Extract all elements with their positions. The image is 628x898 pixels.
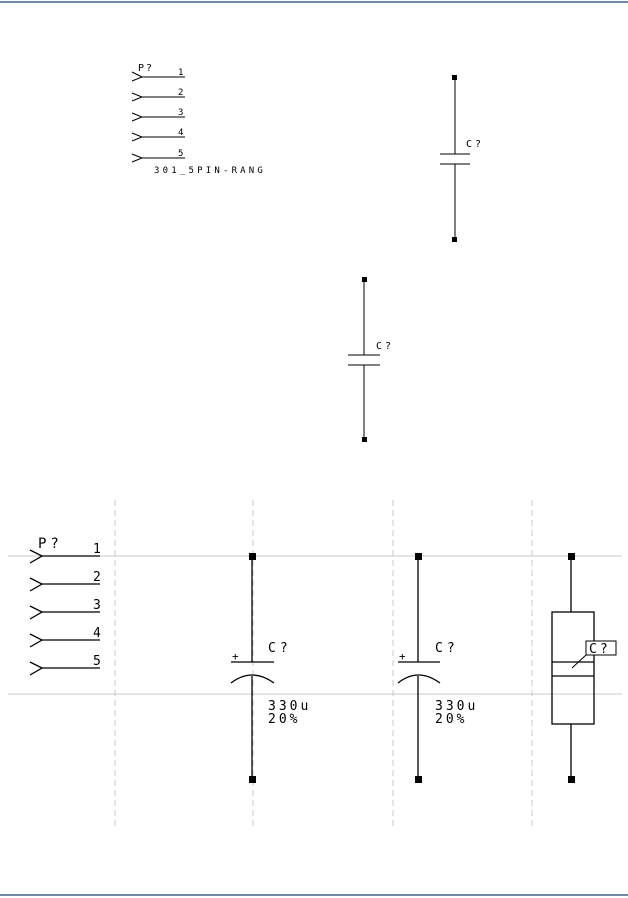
preview-connector[interactable]: P? 1 2 3 4 5 301_5PIN-RANG bbox=[131, 63, 266, 176]
pin-number: 1 bbox=[93, 542, 101, 557]
pin-terminal bbox=[415, 776, 422, 783]
connector-pin: 5 bbox=[131, 149, 185, 163]
connector-pin: 1 bbox=[131, 68, 185, 82]
capacitor-tolerance: 20% bbox=[435, 712, 467, 727]
pin-number: 4 bbox=[178, 128, 183, 138]
capacitor-ref: C? bbox=[435, 641, 459, 656]
connector-pin: 5 bbox=[29, 654, 101, 676]
footprint-body bbox=[551, 611, 595, 725]
pin-terminal bbox=[568, 776, 575, 783]
pin-number: 1 bbox=[178, 68, 183, 78]
connector-pin: 4 bbox=[131, 128, 185, 142]
library-electrolytic-capacitor-1[interactable]: + C? 330u 20% bbox=[230, 553, 311, 783]
capacitor-ref: C? bbox=[268, 641, 292, 656]
connector-pin: 2 bbox=[29, 570, 101, 592]
connector-pin: 1 bbox=[29, 542, 101, 564]
capacitor-value: 330u bbox=[435, 699, 478, 714]
preview-capacitor-b[interactable]: C? bbox=[348, 277, 394, 442]
connector-pin: 2 bbox=[131, 88, 185, 102]
pin-terminal bbox=[452, 237, 457, 242]
capacitor-curved-plate bbox=[230, 674, 275, 684]
ref-box bbox=[585, 640, 617, 656]
polarity-mark: + bbox=[232, 650, 239, 663]
library-footprint-capacitor[interactable]: C? bbox=[551, 553, 617, 783]
capacitor-curved-plate bbox=[397, 674, 441, 684]
pin-terminal bbox=[452, 75, 457, 80]
pin-terminal bbox=[249, 776, 256, 783]
ref-leader-line bbox=[571, 654, 587, 669]
pin-number: 3 bbox=[178, 108, 183, 118]
connector-pin: 3 bbox=[131, 108, 185, 122]
pin-number: 3 bbox=[93, 598, 101, 613]
pin-number: 2 bbox=[178, 88, 183, 98]
capacitor-ref: C? bbox=[376, 341, 394, 352]
pin-number: 5 bbox=[178, 149, 183, 159]
connector-pin: 4 bbox=[29, 626, 101, 648]
library-electrolytic-capacitor-2[interactable]: + C? 330u 20% bbox=[397, 553, 478, 783]
connector-part-name: 301_5PIN-RANG bbox=[154, 166, 266, 176]
connector-ref: P? bbox=[38, 536, 63, 552]
pin-number: 4 bbox=[93, 626, 101, 641]
capacitor-value: 330u bbox=[268, 699, 311, 714]
pin-terminal bbox=[362, 277, 367, 282]
capacitor-tolerance: 20% bbox=[268, 712, 300, 727]
pin-number: 5 bbox=[93, 654, 101, 669]
capacitor-ref: C? bbox=[589, 642, 611, 657]
preview-capacitor-a[interactable]: C? bbox=[440, 75, 484, 242]
connector-ref: P? bbox=[138, 63, 154, 74]
pin-number: 2 bbox=[93, 570, 101, 585]
library-connector[interactable]: P? 1 2 3 4 5 bbox=[29, 536, 101, 676]
polarity-mark: + bbox=[399, 650, 406, 663]
capacitor-ref: C? bbox=[466, 139, 484, 150]
connector-pin: 3 bbox=[29, 598, 101, 620]
pin-terminal bbox=[362, 437, 367, 442]
